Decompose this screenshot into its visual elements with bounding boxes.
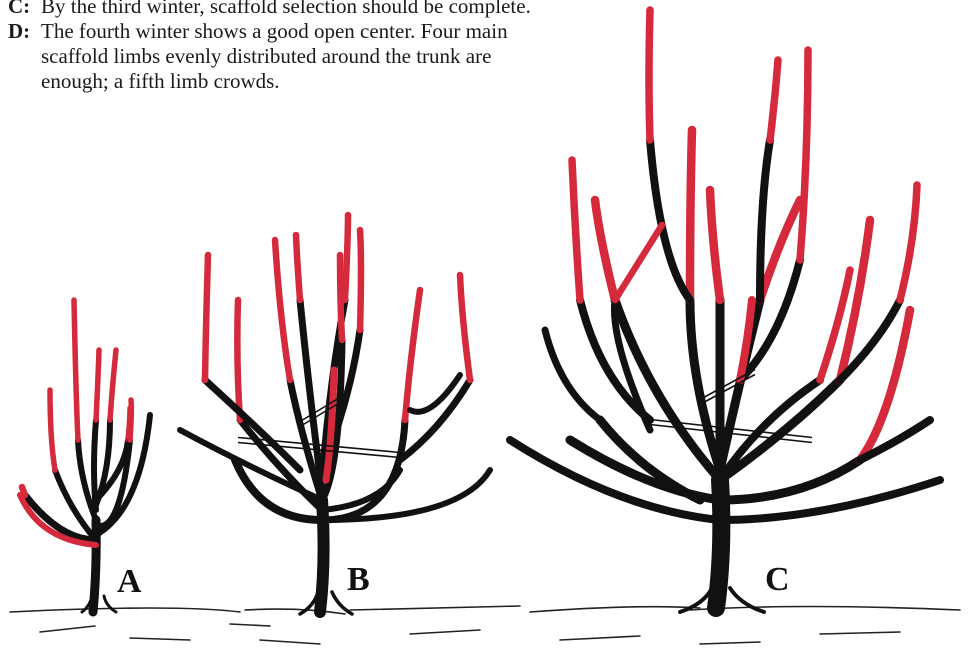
tree-a-pruning-tip	[96, 350, 99, 420]
ground-line	[560, 636, 640, 640]
ground-line	[410, 630, 480, 634]
ground-line	[40, 626, 95, 632]
tree-c-pruning-tip	[572, 160, 580, 300]
tree-c-branch	[510, 440, 720, 520]
tree-c-pruning-tip	[615, 225, 662, 300]
tree-a-label: A	[117, 563, 142, 600]
ground-line	[700, 642, 760, 644]
tree-c-drawing	[510, 10, 940, 612]
ground-line	[260, 640, 320, 644]
tree-b-pruning-tip	[237, 300, 240, 420]
tree-c-pruning-tip	[800, 50, 808, 260]
tree-b-pruning-tip	[460, 275, 470, 380]
tree-b-branch	[205, 380, 300, 470]
tree-c-pruning-tip	[690, 130, 692, 300]
tree-c-pruning-tip	[770, 60, 778, 140]
tree-c-label: C	[765, 561, 790, 598]
ground-line	[690, 607, 960, 611]
tree-a-pruning-tip	[74, 300, 78, 440]
ground-lines	[10, 606, 960, 644]
ground-line	[350, 606, 520, 610]
tree-b-pruning-tip	[340, 255, 342, 340]
tree-b-pruning-tip	[360, 230, 361, 330]
ground-line	[820, 632, 900, 634]
tree-b-pruning-tip	[405, 290, 420, 420]
tree-c-pruning-tip	[595, 200, 615, 300]
tree-b-branch	[322, 470, 490, 520]
ground-line	[245, 609, 345, 614]
tree-c-branch	[650, 140, 690, 300]
tree-c-pruning-tip	[649, 10, 650, 140]
tree-b-pruning-tip	[296, 235, 300, 300]
tree-c-spreader-edge	[700, 375, 755, 405]
tree-b-pruning-tip	[345, 215, 348, 300]
tree-b-pruning-tip	[205, 255, 208, 380]
tree-a-pruning-tip	[110, 350, 116, 420]
tree-b-drawing	[180, 215, 490, 614]
tree-c-spreader-edge	[700, 370, 755, 400]
ground-line	[10, 608, 240, 612]
ground-line	[230, 624, 270, 626]
ground-line	[530, 607, 700, 612]
tree-a-pruning-tip	[130, 400, 131, 440]
tree-b-pruning-tip	[275, 240, 290, 380]
tree-a-pruning-tip	[50, 390, 55, 470]
ground-line	[130, 638, 190, 640]
tree-c-pruning-tip	[900, 185, 917, 300]
tree-c-pruning-tip	[710, 190, 720, 300]
tree-b-label: B	[347, 561, 370, 598]
